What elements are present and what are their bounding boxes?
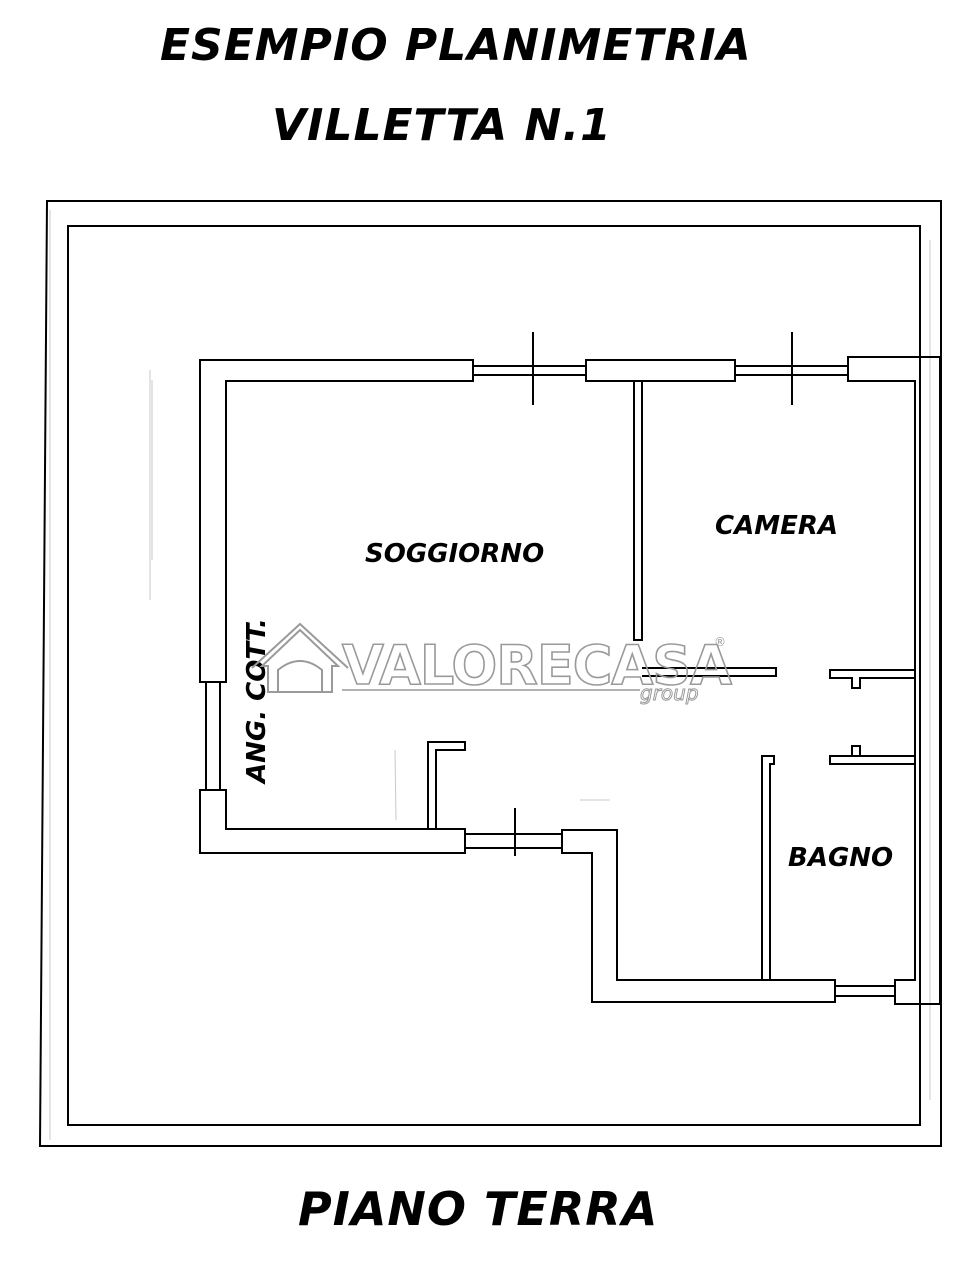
lot-boundary bbox=[38, 200, 942, 1147]
registered-mark: ® bbox=[714, 635, 726, 649]
room-label-bagno: BAGNO bbox=[788, 843, 893, 873]
house-logo-icon bbox=[251, 622, 349, 693]
house-walls bbox=[199, 332, 941, 1005]
plan-title: ESEMPIO PLANIMETRIA bbox=[160, 20, 752, 71]
watermark-suffix: group bbox=[640, 681, 699, 705]
faint-lines bbox=[49, 210, 931, 1140]
room-label-soggiorno: SOGGIORNO bbox=[365, 539, 544, 569]
watermark-logo: VALORECASA group ® bbox=[251, 622, 734, 706]
watermark-brand: VALORECASA bbox=[342, 634, 732, 697]
interior-partitions bbox=[427, 381, 916, 981]
room-label-camera: CAMERA bbox=[715, 511, 838, 541]
room-label-angolo-cottura: ANG. COTT. bbox=[242, 618, 272, 785]
plan-subtitle: VILLETTA N.1 bbox=[272, 100, 612, 151]
floor-label: PIANO TERRA bbox=[298, 1182, 659, 1236]
